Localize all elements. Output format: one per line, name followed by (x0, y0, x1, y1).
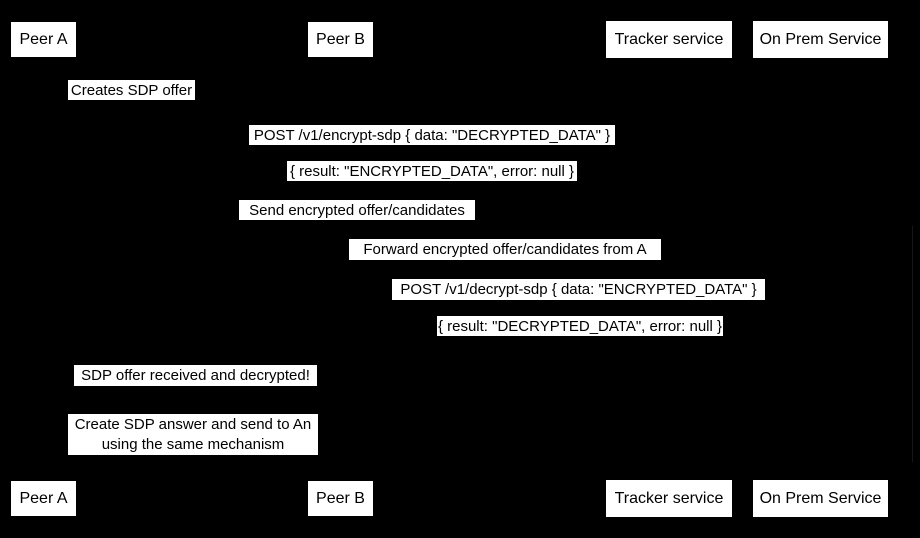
lifeline-peer-a (43, 57, 44, 481)
message-text: { result: "ENCRYPTED_DATA", error: null … (289, 162, 575, 180)
participant-label: Tracker service (614, 489, 724, 507)
message-sdp-offer-received: SDP offer received and decrypted! (74, 365, 317, 386)
message-post-encrypt-sdp: POST /v1/encrypt-sdp { data: "DECRYPTED_… (249, 125, 615, 145)
participant-label: Peer B (316, 30, 365, 48)
participant-label: On Prem Service (759, 30, 882, 48)
participant-label: Peer A (19, 489, 68, 507)
participant-tracker-bottom: Tracker service (606, 480, 732, 517)
note-line-1: Create SDP answer and send to An (74, 415, 312, 433)
participant-onprem-bottom: On Prem Service (753, 480, 888, 517)
message-forward-encrypted-offer: Forward encrypted offer/candidates from … (349, 239, 661, 260)
participant-label: Peer A (19, 30, 68, 48)
lifeline-onprem (820, 58, 821, 480)
message-text: POST /v1/decrypt-sdp { data: "ENCRYPTED_… (400, 281, 757, 298)
participant-label: Peer B (316, 489, 365, 507)
participant-onprem-top: On Prem Service (753, 21, 888, 58)
participant-peer-b-top: Peer B (308, 22, 373, 57)
participant-peer-b-bottom: Peer B (308, 481, 373, 516)
message-result-decrypted: { result: "DECRYPTED_DATA", error: null … (437, 316, 723, 336)
participant-peer-a-top: Peer A (11, 22, 76, 57)
lifeline-peer-b (340, 57, 341, 481)
cropped-lifeline-right-edge (912, 226, 913, 462)
message-send-encrypted-offer: Send encrypted offer/candidates (239, 200, 475, 220)
message-text: SDP offer received and decrypted! (81, 367, 310, 384)
participant-peer-a-bottom: Peer A (11, 481, 76, 516)
message-post-decrypt-sdp: POST /v1/decrypt-sdp { data: "ENCRYPTED_… (392, 279, 765, 300)
message-text: Creates SDP offer (70, 81, 193, 99)
participant-tracker-top: Tracker service (606, 21, 732, 58)
participant-label: On Prem Service (759, 489, 882, 507)
message-creates-sdp-offer: Creates SDP offer (68, 80, 195, 100)
message-text: POST /v1/encrypt-sdp { data: "DECRYPTED_… (253, 126, 611, 144)
message-text: { result: "DECRYPTED_DATA", error: null … (437, 317, 723, 335)
message-result-encrypted: { result: "ENCRYPTED_DATA", error: null … (287, 161, 577, 181)
message-text: Send encrypted offer/candidates (249, 201, 465, 219)
message-text: Forward encrypted offer/candidates from … (363, 241, 647, 258)
note-line-2: using the same mechanism (101, 435, 285, 453)
note-create-sdp-answer: Create SDP answer and send to An using t… (68, 414, 318, 455)
lifeline-tracker (668, 58, 669, 480)
participant-label: Tracker service (614, 30, 724, 48)
